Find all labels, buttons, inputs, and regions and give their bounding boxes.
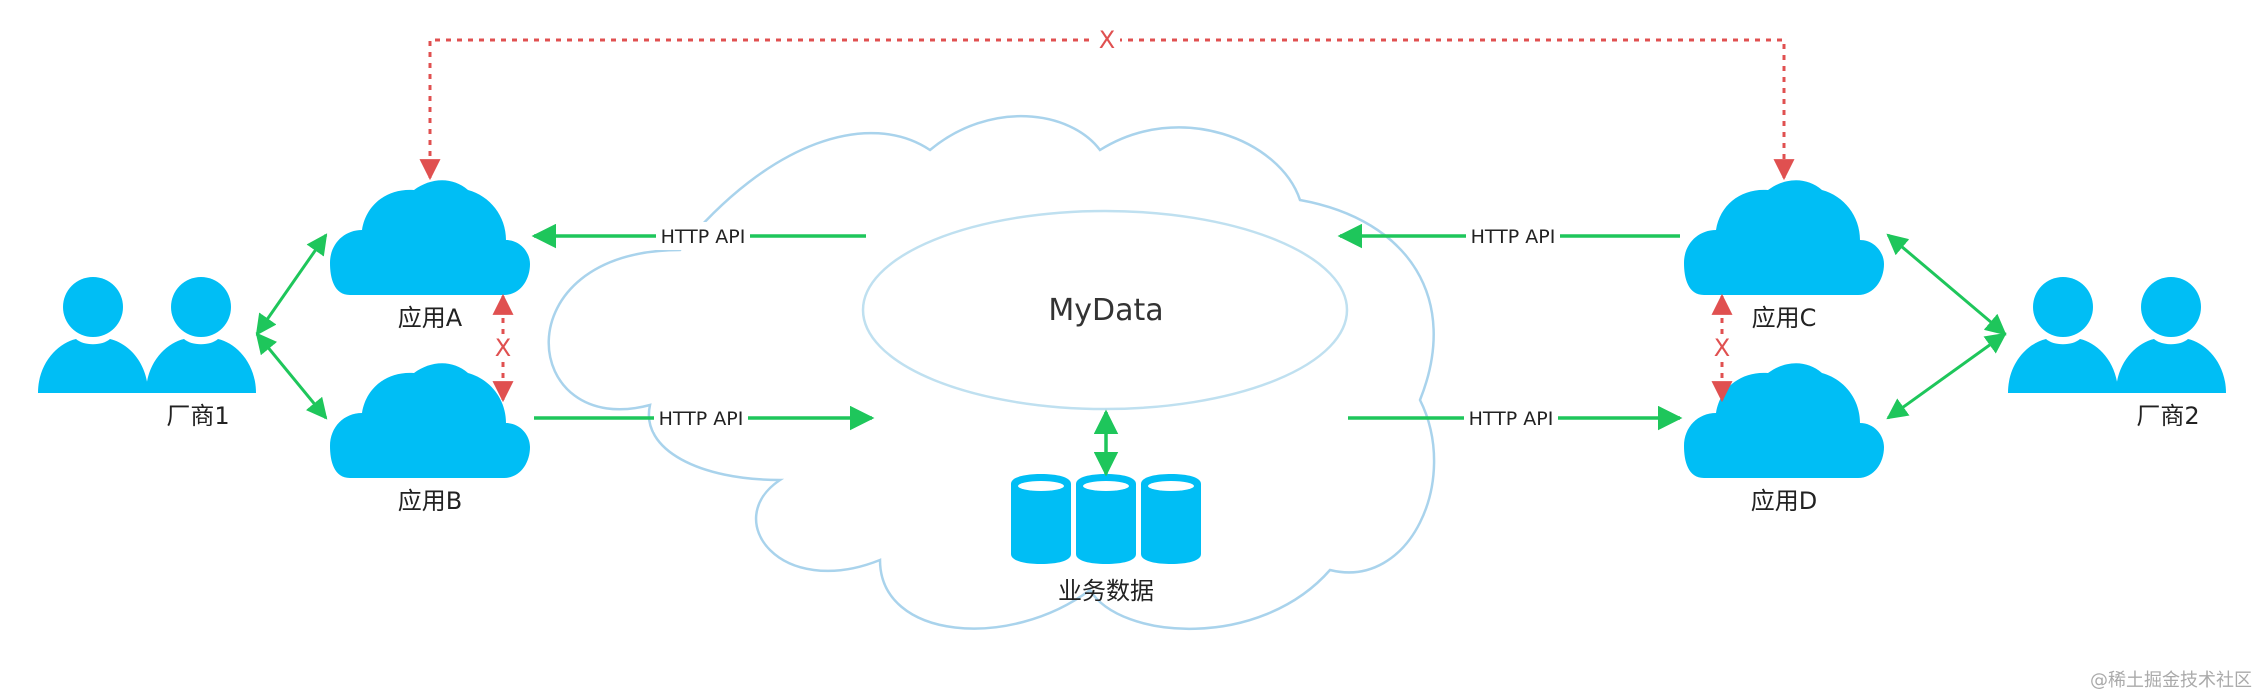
app-a-label: 应用A [398, 304, 463, 332]
api-label-app-b: HTTP API [659, 408, 744, 430]
vendor-2-users-icon [2008, 277, 2226, 393]
vendor-1-app-b-arrow [255, 332, 328, 420]
mydata-label: MyData [1048, 293, 1163, 328]
vendor-2-app-c-arrow [1886, 233, 2007, 336]
blocked-mark-a-c: X [1099, 26, 1115, 54]
blocked-link-a-c [419, 38, 1795, 181]
api-label-app-a: HTTP API [661, 226, 746, 248]
mydata-outline [861, 209, 1349, 411]
app-a-cloud-icon[interactable] [330, 180, 530, 295]
vendor-1-users-icon [38, 277, 256, 393]
app-b-cloud-icon[interactable] [330, 363, 530, 478]
api-label-app-c: HTTP API [1471, 226, 1556, 248]
vendor-2-app-d-arrow [1886, 332, 2007, 420]
app-c-cloud-icon[interactable] [1684, 180, 1884, 295]
app-b-label: 应用B [398, 487, 462, 515]
blocked-mark-a-b: X [495, 334, 511, 362]
vendor-1-label: 厂商1 [166, 402, 229, 430]
app-d-cloud-icon[interactable] [1684, 363, 1884, 478]
big-cloud-outline [547, 114, 1436, 630]
storage-label: 业务数据 [1058, 577, 1154, 605]
blocked-mark-c-d: X [1714, 334, 1730, 362]
vendor-1-app-a-arrow [255, 233, 328, 336]
api-label-app-d: HTTP API [1469, 408, 1554, 430]
database-icon [1011, 474, 1201, 564]
vendor-2-label: 厂商2 [2136, 402, 2199, 430]
app-d-label: 应用D [1751, 487, 1817, 515]
app-c-label: 应用C [1752, 304, 1817, 332]
watermark: @稀土掘金技术社区 [2090, 670, 2252, 691]
